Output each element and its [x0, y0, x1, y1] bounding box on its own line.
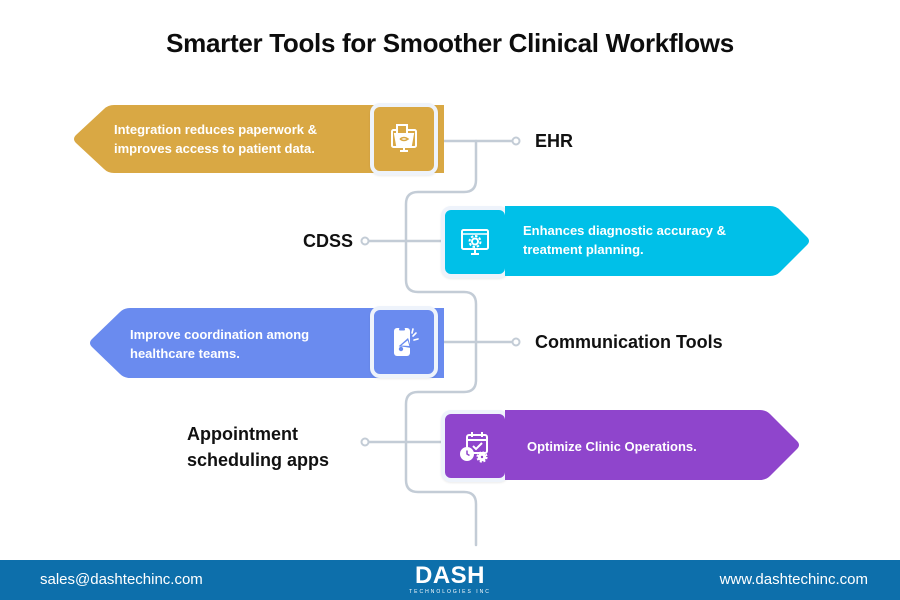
- ehr-banner: Integration reduces paperwork & improves…: [74, 105, 444, 173]
- ehr-icon-box: [370, 103, 438, 175]
- logo-subtext: TECHNOLOGIES INC: [409, 589, 491, 595]
- cdss-label: CDSS: [303, 231, 354, 251]
- communication-label: Communication Tools: [535, 332, 723, 352]
- ehr-description: Integration reduces paperwork & improves…: [114, 122, 317, 156]
- appointment-banner: Optimize Clinic Operations.: [505, 410, 800, 480]
- communication-banner: Improve coordination among healthcare te…: [90, 308, 444, 378]
- appointment-label: Appointment scheduling apps: [187, 424, 330, 470]
- logo-wordmark: DASH: [414, 562, 485, 589]
- cdss-description: Enhances diagnostic accuracy & treatment…: [523, 223, 727, 257]
- page-title: Smarter Tools for Smoother Clinical Work…: [166, 28, 734, 58]
- appointment-banner-shape: [505, 410, 799, 480]
- footer-email-link[interactable]: sales@dashtechinc.com: [40, 571, 203, 588]
- computer-folder-icon: [391, 124, 417, 152]
- monitor-gear-icon: [461, 229, 489, 255]
- communication-banner-shape: [90, 308, 444, 378]
- appointment-description: Optimize Clinic Operations.: [527, 439, 697, 454]
- appointment-icon-box: [441, 410, 509, 482]
- cdss-banner: Enhances diagnostic accuracy & treatment…: [505, 206, 810, 276]
- cdss-icon-box: [441, 206, 509, 278]
- communication-description: Improve coordination among healthcare te…: [130, 327, 310, 361]
- communication-icon-box: [370, 306, 438, 378]
- calendar-clock-gear-icon: [460, 432, 488, 463]
- dash-logo: DASH TECHNOLOGIES INC: [408, 563, 492, 596]
- footer-bar: sales@dashtechinc.com DASH TECHNOLOGIES …: [0, 560, 900, 600]
- phone-megaphone-icon: [394, 328, 419, 356]
- cdss-banner-shape: [505, 206, 809, 276]
- footer-website-link[interactable]: www.dashtechinc.com: [719, 571, 868, 588]
- ehr-banner-shape: [74, 105, 444, 173]
- ehr-label: EHR: [535, 131, 574, 151]
